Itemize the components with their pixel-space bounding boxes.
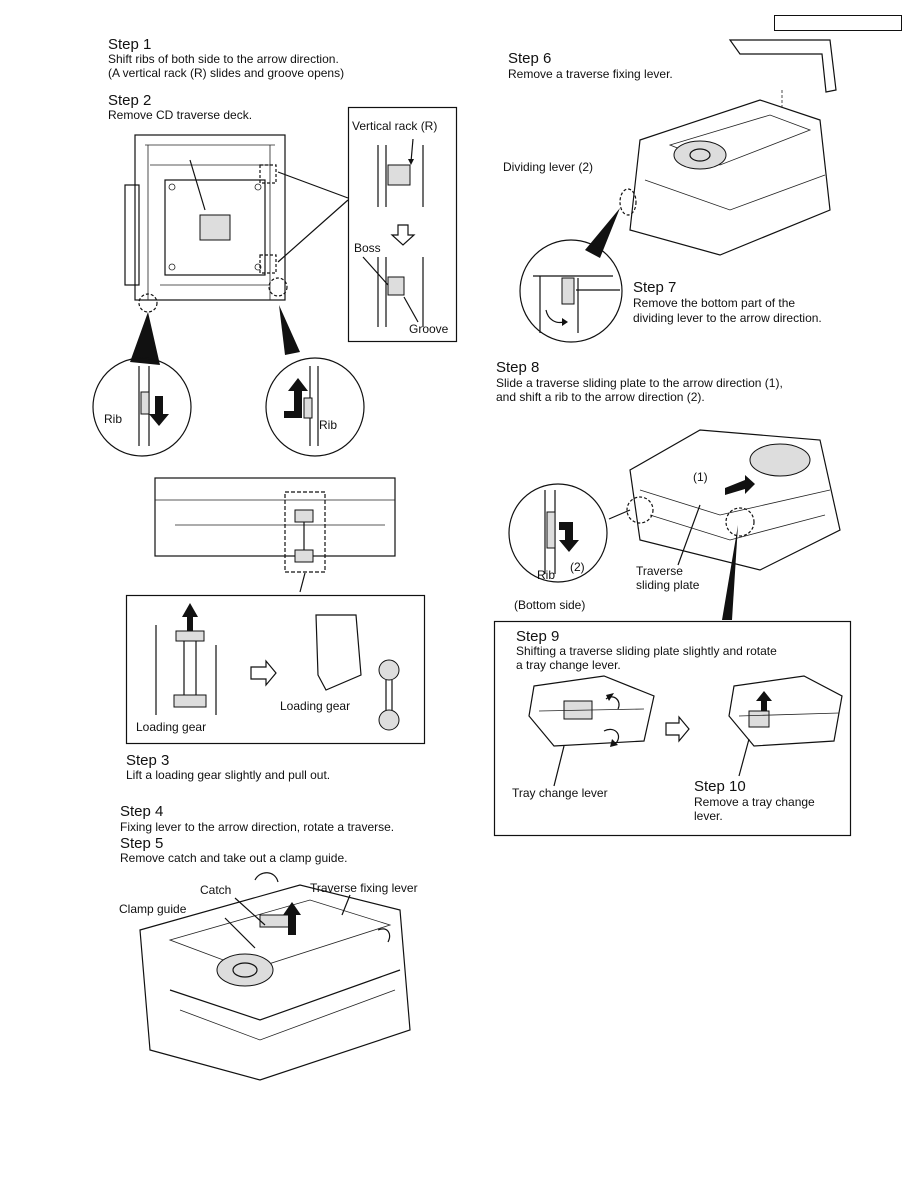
step8-text-line1: Slide a traverse sliding plate to the ar… xyxy=(496,376,783,390)
step3-text: Lift a loading gear slightly and pull ou… xyxy=(126,768,331,782)
step4-title: Step 4 xyxy=(120,803,164,820)
step5-text: Remove catch and take out a clamp guide. xyxy=(120,851,348,865)
boss-label: Boss xyxy=(354,241,381,255)
clamp-guide-label: Clamp guide xyxy=(119,902,187,916)
bottom-side-label: (Bottom side) xyxy=(514,598,586,612)
groove-label: Groove xyxy=(409,322,449,336)
page-header-box xyxy=(774,15,902,31)
step7-text-line2: dividing lever to the arrow direction. xyxy=(633,311,822,325)
marker-1-label: (1) xyxy=(693,470,708,484)
rib-label-step8: Rib xyxy=(537,568,556,582)
marker-2-label: (2) xyxy=(570,560,585,574)
traverse-sliding-plate-label-2: sliding plate xyxy=(636,578,700,592)
traverse-sliding-plate-figure xyxy=(626,429,841,571)
vertical-rack-inset xyxy=(347,106,458,343)
step8-text-line2: and shift a rib to the arrow direction (… xyxy=(496,390,705,404)
rib-detail-right xyxy=(265,357,365,457)
traverse-sliding-plate-label-1: Traverse xyxy=(636,564,683,578)
traverse-fixing-lever-label: Traverse fixing lever xyxy=(310,881,418,895)
step1-title: Step 1 xyxy=(108,36,152,53)
deck-side-view xyxy=(154,477,396,593)
traverse-clamp-figure xyxy=(139,872,411,1081)
loading-gear-label-left: Loading gear xyxy=(136,720,207,734)
step6-text: Remove a traverse fixing lever. xyxy=(508,67,673,81)
step3-title: Step 3 xyxy=(126,752,170,769)
step10-text-line1: Remove a tray change xyxy=(694,795,815,809)
rib-label-right: Rib xyxy=(319,418,338,432)
step10-title: Step 10 xyxy=(694,778,746,795)
step6-title: Step 6 xyxy=(508,50,552,67)
cd-traverse-deck-figure xyxy=(124,134,288,313)
step5-title: Step 5 xyxy=(120,835,164,852)
dividing-lever-label: Dividing lever (2) xyxy=(503,160,594,174)
step1-text-line1: Shift ribs of both side to the arrow dir… xyxy=(108,52,339,66)
tray-change-lever-label: Tray change lever xyxy=(512,786,608,800)
loading-gear-box xyxy=(125,594,426,745)
step1-text-line2: (A vertical rack (R) slides and groove o… xyxy=(108,66,345,80)
rib-detail-left xyxy=(92,357,192,457)
step9-text-line2: a tray change lever. xyxy=(516,658,621,672)
step8-title: Step 8 xyxy=(496,359,540,376)
step9-box xyxy=(493,620,852,837)
loading-gear-label-right: Loading gear xyxy=(280,699,351,713)
step9-text-line1: Shifting a traverse sliding plate slight… xyxy=(516,644,777,658)
catch-label: Catch xyxy=(200,883,232,897)
vertical-rack-label: Vertical rack (R) xyxy=(352,119,438,133)
step7-title: Step 7 xyxy=(633,279,677,296)
step2-text: Remove CD traverse deck. xyxy=(108,108,253,122)
step7-text-line1: Remove the bottom part of the xyxy=(633,296,796,310)
rib-shift-detail xyxy=(508,483,608,583)
step9-title: Step 9 xyxy=(516,628,560,645)
step2-title: Step 2 xyxy=(108,92,152,109)
step10-text-line2: lever. xyxy=(694,809,723,823)
rib-label-left: Rib xyxy=(104,412,123,426)
step4-text: Fixing lever to the arrow direction, rot… xyxy=(120,820,395,834)
dividing-lever-detail xyxy=(519,239,623,343)
traverse-fixing-lever-figure xyxy=(619,39,837,256)
